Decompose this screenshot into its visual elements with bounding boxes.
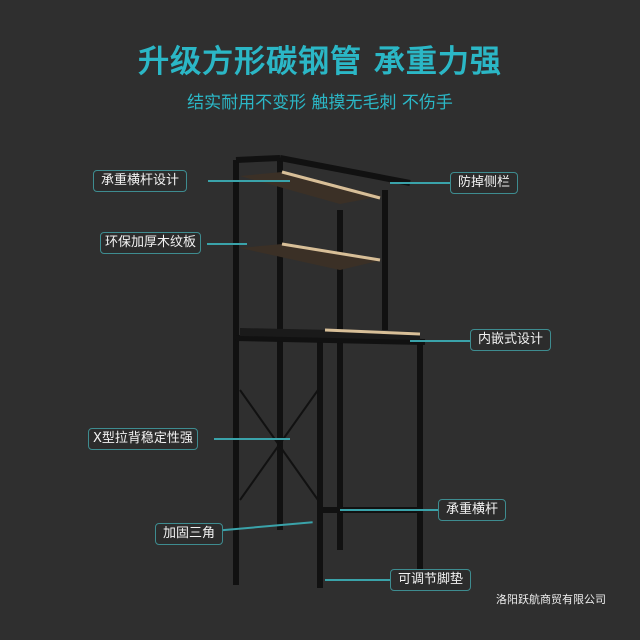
callout-embedded: 内嵌式设计 [470, 329, 552, 351]
wood-shelves [240, 170, 421, 340]
callout-side-rail: 防掉侧栏 [450, 172, 519, 194]
callout-wood-board: 环保加厚木纹板 [100, 232, 202, 254]
callout-triangle: 加固三角 [155, 523, 224, 545]
callout-x-brace: X型拉背稳定性强 [88, 428, 198, 450]
company-name: 洛阳跃航商贸有限公司 [496, 593, 606, 606]
headline: 升级方形碳钢管 承重力强 [138, 44, 502, 80]
subheadline: 结实耐用不变形 触摸无毛刺 不伤手 [187, 93, 453, 113]
callout-feet: 可调节脚垫 [390, 569, 472, 591]
callout-crossbar: 承重横杆 [438, 499, 507, 521]
callout-crossbar-design: 承重横杆设计 [93, 170, 188, 192]
